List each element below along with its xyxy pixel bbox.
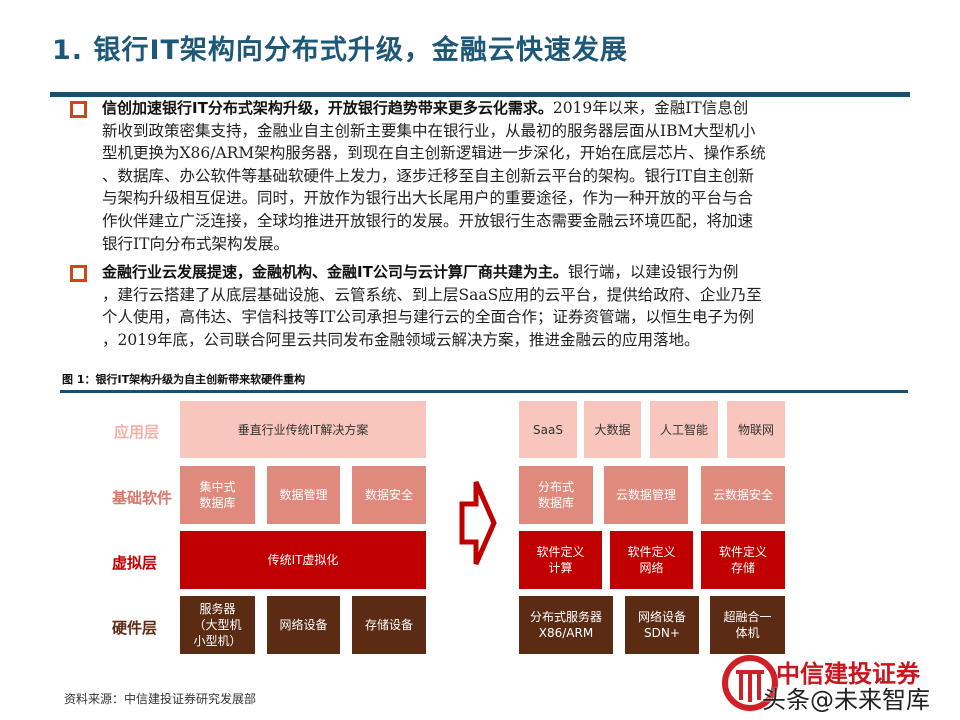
- label-hardware-layer: 硬件层: [112, 619, 158, 637]
- box-big-data: 大数据: [584, 401, 641, 458]
- figure-caption: 图 1：银行IT架构升级为自主创新带来软硬件重构: [62, 373, 306, 386]
- paragraph-2-text: 银行端，以建设银行为例: [567, 263, 739, 281]
- box-ai: 人工智能: [650, 401, 718, 458]
- box-data-security: 数据安全: [352, 466, 426, 524]
- label-virtual-layer: 虚拟层: [112, 554, 158, 572]
- right-arrow-icon: [459, 480, 497, 566]
- paragraph-2-lead: 金融行业云发展提速，金融机构、金融IT公司与云计算厂商共建为主。: [102, 263, 568, 281]
- box-network-device: 网络设备: [267, 596, 340, 654]
- paragraph-line: 作伙伴建立广泛连接，全球均推进开放银行的发展。开放银行生态需要金融云环境匹配，将…: [102, 211, 754, 230]
- paragraph-line: 银行IT向分布式架构发展。: [102, 234, 289, 253]
- paragraph-line: ，建行云搭建了从底层基础设施、云管系统、到上层SaaS应用的云平台，提供给政府、…: [102, 285, 762, 304]
- slide-title: 1. 银行IT架构向分布式升级，金融云快速发展: [52, 35, 628, 66]
- label-app-layer: 应用层: [114, 423, 160, 441]
- box-storage-device: 存储设备: [352, 596, 426, 654]
- label-base-software: 基础软件: [112, 489, 173, 507]
- box-saas: SaaS: [519, 401, 577, 458]
- box-hyperconverged: 超融合一 体机: [710, 596, 785, 654]
- box-cloud-data-security: 云数据安全: [701, 466, 785, 524]
- box-sdn-network: 网络设备 SDN+: [625, 596, 699, 654]
- box-iot: 物联网: [727, 401, 785, 458]
- paragraph-line: 个人使用，高伟达、宇信科技等IT公司承担与建行云的全面合作；证券资管端，以恒生电…: [102, 308, 754, 327]
- box-data-management: 数据管理: [267, 466, 340, 524]
- paragraph-2: 金融行业云发展提速，金融机构、金融IT公司与云计算厂商共建为主。银行端，以建设银…: [102, 261, 902, 351]
- paragraph-line: 与架构升级相互促进。同时，开放作为银行出大长尾用户的重要途径，作为一种开放的平台…: [102, 189, 754, 208]
- paragraph-line: 新收到政策密集支持，金融业自主创新主要集中在银行业，从最初的服务器层面从IBM大…: [102, 121, 756, 140]
- bullet-square-icon: [70, 101, 87, 118]
- watermark: 头条@未来智库: [762, 686, 930, 714]
- brand-name: 中信建投证券: [776, 659, 920, 688]
- paragraph-1: 信创加速银行IT分布式架构升级，开放银行趋势带来更多云化需求。2019年以来，金…: [102, 97, 902, 255]
- box-vertical-it-solution: 垂直行业传统IT解决方案: [180, 401, 426, 458]
- brand-logo: 中信建投证券 头条@未来智库: [722, 652, 952, 714]
- box-sd-network: 软件定义 网络: [610, 531, 693, 589]
- paragraph-line: 型机更换为X86/ARM架构服务器，到现在自主创新逻辑进一步深化，开始在底层芯片…: [102, 144, 766, 163]
- box-cloud-data-management: 云数据管理: [604, 466, 688, 524]
- paragraph-line: ，2019年底，公司联合阿里云共同发布金融领域云解决方案，推进金融云的应用落地。: [102, 330, 700, 349]
- paragraph-1-lead: 信创加速银行IT分布式架构升级，开放银行趋势带来更多云化需求。: [102, 99, 553, 117]
- box-server: 服务器 （大型机 小型机）: [180, 596, 255, 654]
- source-note: 资料来源：中信建投证券研究发展部: [64, 692, 257, 706]
- citic-logo-icon: [722, 655, 778, 711]
- box-centralized-db: 集中式 数据库: [180, 466, 255, 524]
- paragraph-1-text: 2019年以来，金融IT信息创: [552, 99, 749, 117]
- figure-divider: [60, 390, 908, 393]
- box-distributed-server: 分布式服务器 X86/ARM: [519, 596, 613, 654]
- box-traditional-virtualization: 传统IT虚拟化: [180, 531, 426, 589]
- paragraph-line: 、数据库、办公软件等基础软硬件上发力，逐步迁移至自主创新云平台的架构。银行IT自…: [102, 166, 754, 185]
- box-sd-storage: 软件定义 存储: [701, 531, 785, 589]
- box-sd-compute: 软件定义 计算: [519, 531, 602, 589]
- bullet-square-icon: [70, 265, 87, 282]
- box-distributed-db: 分布式 数据库: [519, 466, 593, 524]
- title-divider: [50, 92, 910, 97]
